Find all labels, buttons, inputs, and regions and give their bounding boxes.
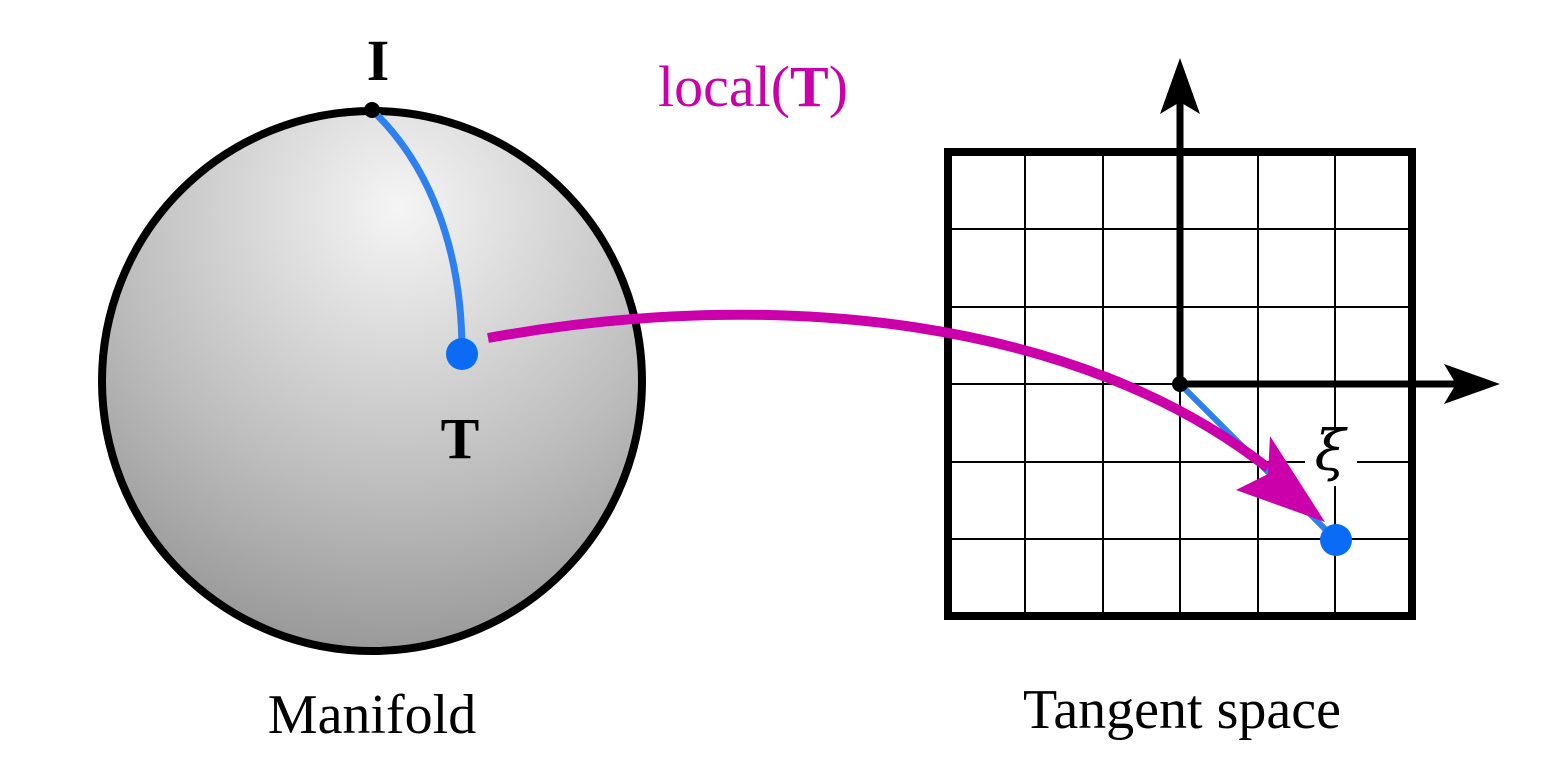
local-map-arrowhead (1236, 436, 1325, 522)
local-map-group: local(T) (487, 54, 1325, 522)
identity-point (364, 102, 380, 118)
manifold-group: I T (98, 28, 646, 655)
local-map-argument: T (790, 54, 829, 119)
manifold-sphere (98, 107, 646, 655)
vertical-axis-arrowhead (1160, 58, 1200, 114)
tangent-space-group: ξ (944, 58, 1500, 620)
local-map-close: ) (829, 54, 848, 119)
element-point (446, 338, 478, 370)
tangent-vector-endpoint (1320, 524, 1352, 556)
local-map-arrow (487, 309, 1272, 472)
local-map-function: local( (658, 54, 790, 119)
identity-label: I (367, 28, 390, 93)
local-map-label: local(T) (658, 54, 848, 119)
tangent-space-caption: Tangent space (1023, 679, 1341, 741)
xi-label-background (1305, 428, 1357, 486)
manifold-caption: Manifold (268, 684, 476, 746)
tangent-origin (1172, 376, 1188, 392)
geodesic-curve (369, 107, 466, 353)
element-label: T (441, 406, 480, 471)
horizontal-axis-arrowhead (1444, 364, 1500, 404)
xi-label: ξ (1315, 419, 1349, 484)
